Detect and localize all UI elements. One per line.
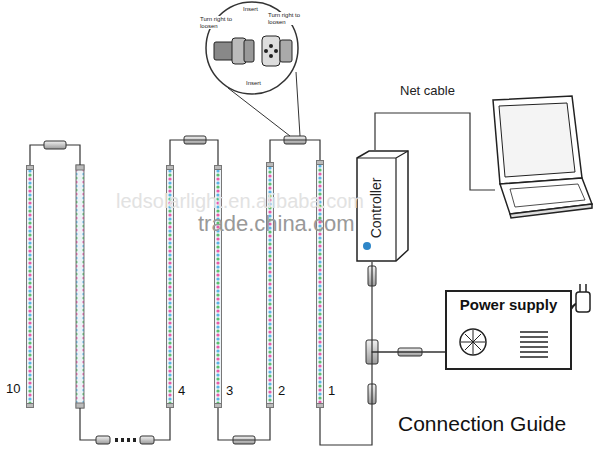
wire bbox=[80, 408, 100, 440]
wire bbox=[218, 408, 270, 440]
bar-number: 2 bbox=[278, 383, 285, 398]
cable-label: Net cable bbox=[400, 84, 455, 98]
callout-note: Insert bbox=[243, 6, 258, 13]
bar-number: 1 bbox=[328, 383, 335, 398]
plug bbox=[140, 436, 154, 444]
led-strip bbox=[26, 165, 34, 408]
vent bbox=[520, 341, 548, 343]
controller-body bbox=[357, 151, 408, 261]
end-cap bbox=[27, 404, 34, 408]
vent bbox=[520, 356, 548, 358]
end-cap bbox=[167, 404, 174, 408]
end-cap bbox=[215, 166, 222, 170]
power-supply-body bbox=[446, 291, 571, 369]
bar-number: 4 bbox=[178, 383, 185, 398]
watermark: ledsolarlight.en.alibaba.com bbox=[116, 190, 364, 212]
end-cap bbox=[167, 166, 174, 170]
bar-number: 3 bbox=[226, 383, 233, 398]
logo bbox=[363, 242, 371, 250]
end-cap bbox=[317, 161, 324, 165]
end-cap bbox=[27, 166, 34, 170]
fan bbox=[460, 329, 486, 355]
wire bbox=[170, 140, 218, 165]
controller-face bbox=[357, 151, 408, 261]
controller-label: Controller bbox=[368, 178, 384, 239]
led-tube bbox=[27, 166, 34, 408]
fan-blades bbox=[461, 330, 485, 354]
wire bbox=[270, 140, 320, 162]
wire bbox=[150, 408, 170, 440]
callout-note: Turn right to loosen bbox=[268, 12, 310, 25]
vent bbox=[520, 331, 548, 333]
watermark: trade.china.com bbox=[198, 212, 355, 236]
end-cap bbox=[267, 404, 274, 408]
mains-plug bbox=[576, 284, 590, 312]
wire bbox=[372, 262, 445, 352]
end-cap bbox=[317, 404, 324, 408]
led-bar bbox=[76, 165, 84, 408]
continuation-dots bbox=[115, 438, 136, 442]
laptop bbox=[493, 96, 592, 218]
callout-note: Insert bbox=[246, 80, 261, 87]
power-supply-box: Power supply bbox=[445, 290, 572, 370]
vent bbox=[520, 351, 548, 353]
bar-number: 10 bbox=[6, 381, 20, 396]
power-supply-label: Power supply bbox=[445, 296, 572, 313]
callout-note: Turn right to loosen bbox=[200, 16, 242, 29]
caption: Connection Guide bbox=[398, 412, 566, 435]
vent bbox=[520, 346, 548, 348]
plug bbox=[96, 436, 110, 444]
vent bbox=[520, 336, 548, 338]
plug bbox=[44, 141, 66, 149]
end-cap bbox=[215, 404, 222, 408]
end-cap bbox=[267, 163, 274, 167]
led-bar: 10 bbox=[26, 165, 34, 408]
